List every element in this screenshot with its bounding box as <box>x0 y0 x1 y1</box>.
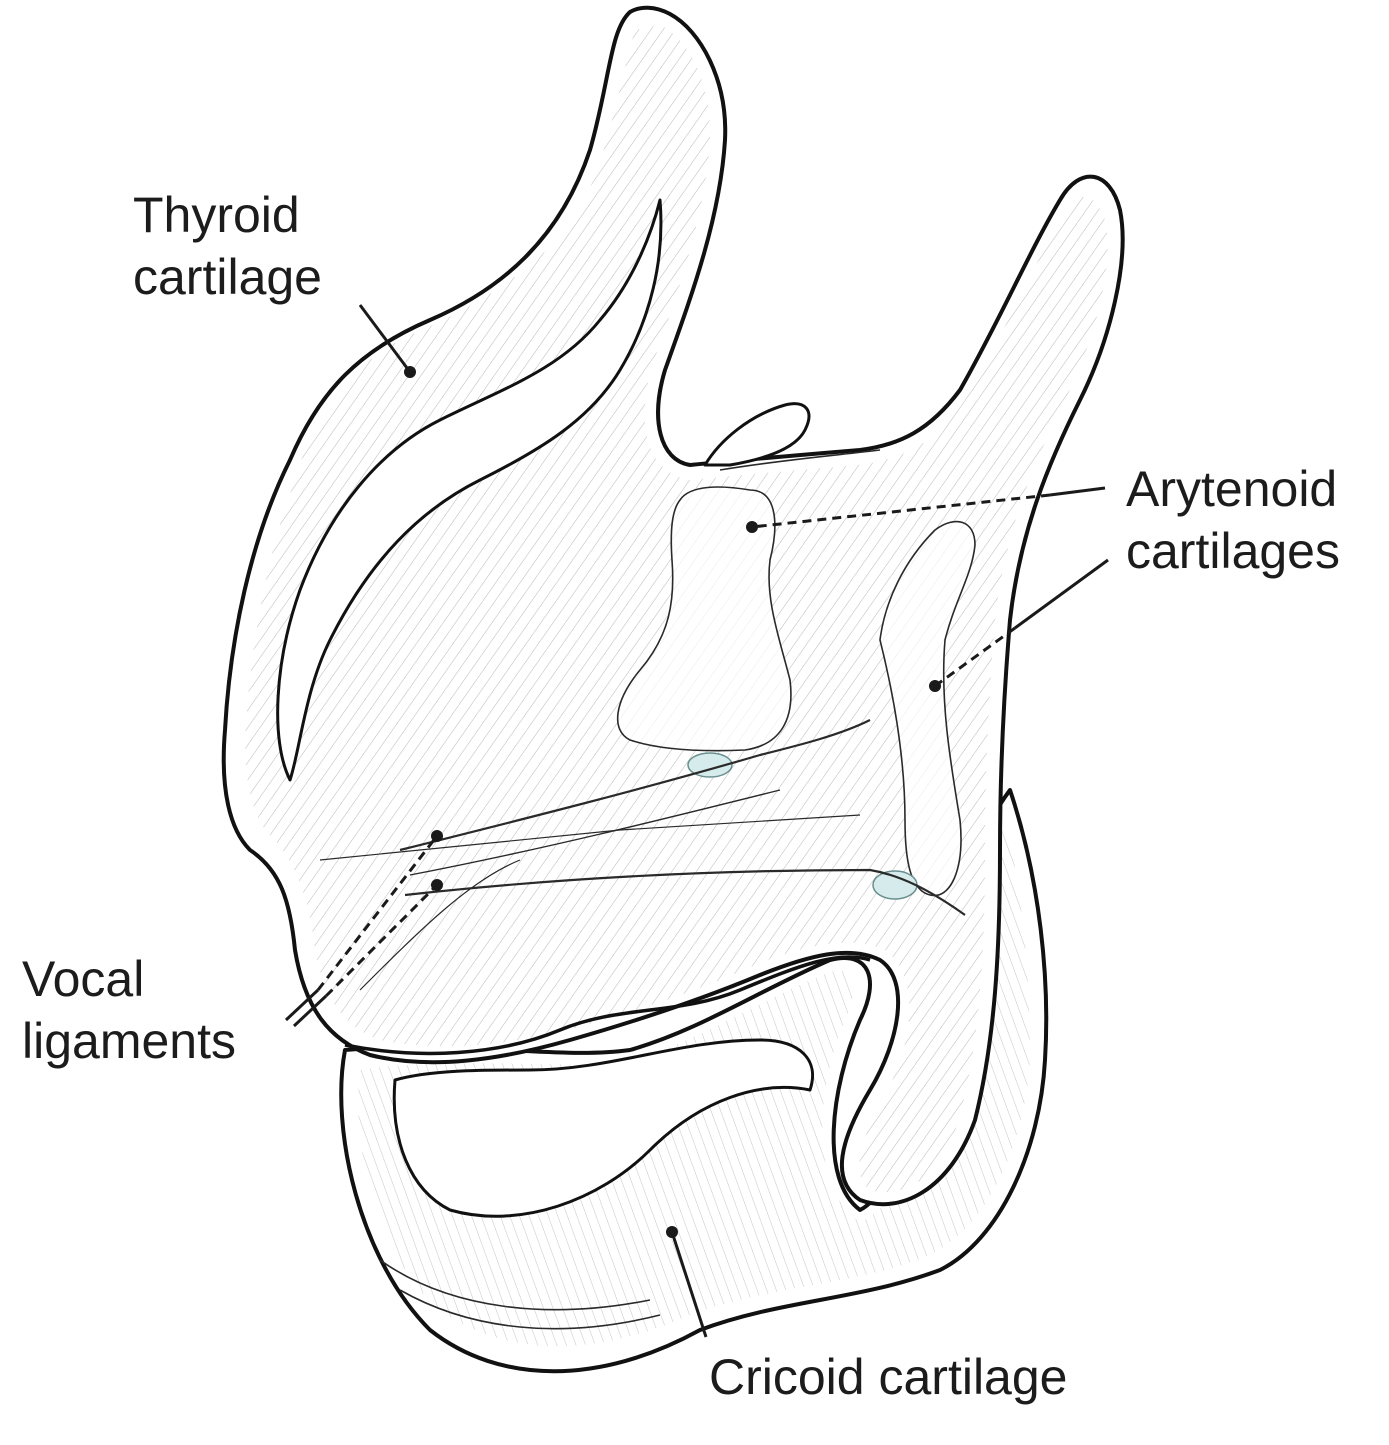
thyroid-label-line2: cartilage <box>133 249 322 305</box>
cricoid-leader <box>666 1226 708 1338</box>
thyroid-leader <box>358 304 416 378</box>
arytenoid-leader <box>746 486 1109 692</box>
vocal-label-line2: ligaments <box>22 1013 236 1069</box>
arytenoid-label-line2: cartilages <box>1126 523 1340 579</box>
vocal-label-line1: Vocal <box>22 951 145 1007</box>
cricoid-cartilage-label: Cricoid cartilage <box>709 1349 1068 1405</box>
small-horn <box>703 402 811 467</box>
vocal-ligaments <box>319 719 966 991</box>
cricoid-cartilage <box>339 788 1049 1374</box>
vocal-leader <box>284 830 443 1028</box>
arytenoid-cartilages <box>616 486 976 900</box>
vocal-ligaments-label: Vocal ligaments <box>22 948 236 1072</box>
arytenoid-label-line1: Arytenoid <box>1126 461 1338 517</box>
arytenoid-cartilages-label: Arytenoid cartilages <box>1126 458 1340 582</box>
thyroid-label-line1: Thyroid <box>133 187 300 243</box>
thyroid-cartilage-label: Thyroid cartilage <box>133 184 322 308</box>
